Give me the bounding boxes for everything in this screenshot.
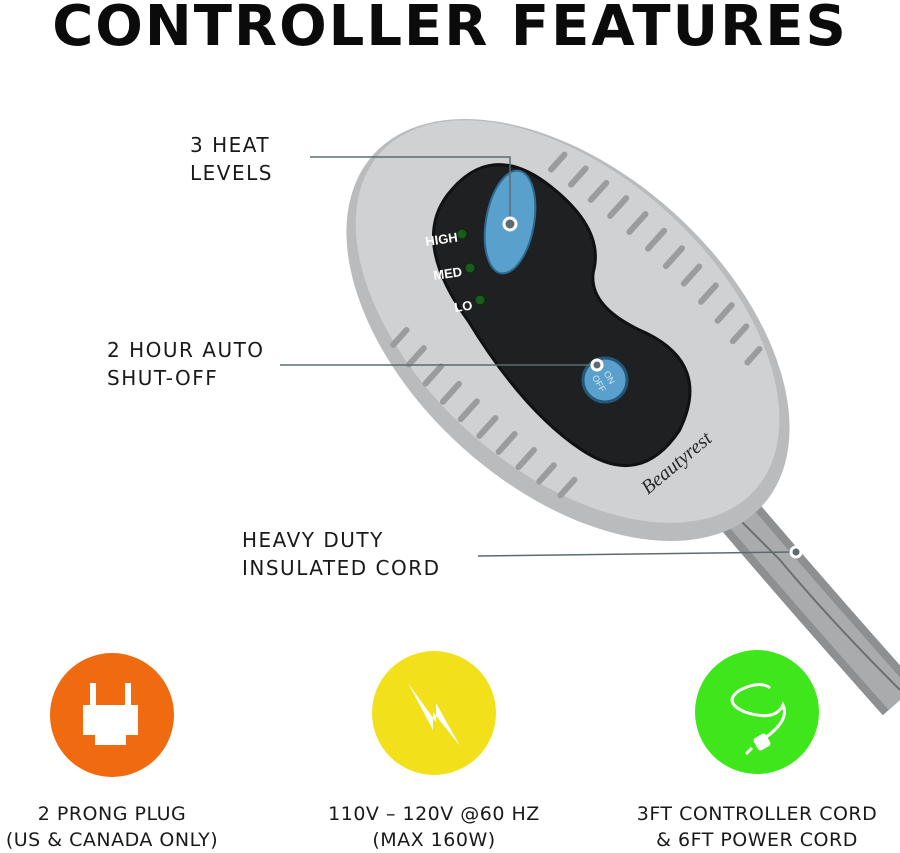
cord-icon (730, 683, 786, 756)
led-med-icon (464, 262, 476, 274)
callout-text: 2 HOUR AUTO (107, 338, 265, 362)
callout-text: HEAVY DUTY (242, 528, 384, 552)
callout-text: INSULATED CORD (242, 556, 441, 580)
callout-lines (280, 156, 797, 557)
callout-dot (502, 216, 518, 232)
callout-text: 3 HEAT (190, 133, 271, 157)
callout-dot (789, 545, 803, 559)
label-med: MED (432, 264, 463, 283)
feature-text: 110V – 120V @60 HZ (328, 803, 540, 825)
feature-text: (MAX 160W) (372, 829, 496, 851)
feature-text: 3FT CONTROLLER CORD (636, 803, 878, 825)
feature-plug: 2 PRONG PLUG (US & CANADA ONLY) (0, 801, 262, 853)
feature-text: & 6FT POWER CORD (656, 829, 858, 851)
callout-cord: HEAVY DUTY INSULATED CORD (242, 526, 441, 582)
lightning-circle (372, 651, 496, 775)
feature-voltage: 110V – 120V @60 HZ (MAX 160W) (284, 801, 584, 853)
callout-text: SHUT-OFF (107, 366, 219, 390)
lightning-icon (408, 683, 460, 746)
feature-cord-length: 3FT CONTROLLER CORD & 6FT POWER CORD (607, 801, 900, 853)
label-lo: LO (453, 298, 473, 315)
vent-grooves (390, 151, 763, 499)
callout-heat-levels: 3 HEAT LEVELS (190, 131, 273, 187)
callout-dot (590, 358, 604, 372)
led-lo-icon (474, 294, 486, 306)
feature-text: (US & CANADA ONLY) (5, 829, 219, 851)
feature-text: 2 PRONG PLUG (37, 803, 187, 825)
page-title: CONTROLLER FEATURES (52, 0, 848, 59)
led-high-icon (456, 228, 468, 240)
plug-icon (83, 683, 138, 745)
callout-auto-shutoff: 2 HOUR AUTO SHUT-OFF (107, 336, 265, 392)
cord-circle (695, 650, 819, 774)
cord (682, 455, 900, 716)
label-high: HIGH (424, 230, 458, 249)
callout-text: LEVELS (190, 161, 273, 185)
